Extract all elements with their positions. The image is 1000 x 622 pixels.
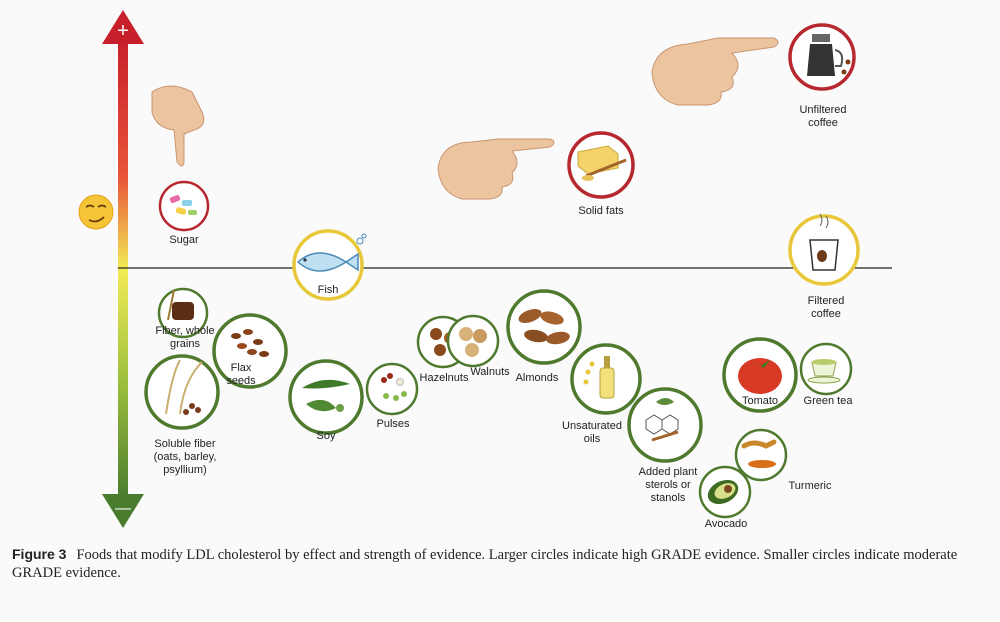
tea-cup-icon — [807, 359, 841, 384]
turmeric-label: Turmeric — [788, 480, 832, 492]
sugar-circle — [158, 180, 210, 232]
turmeric-circle — [734, 428, 788, 482]
filtered-coffee-label: Filtered coffee — [807, 295, 845, 320]
flax-label: Flax seeds — [226, 362, 256, 387]
candy-icon — [169, 195, 197, 215]
sugar-label: Sugar — [169, 234, 199, 246]
oil-bottle-icon — [583, 356, 615, 399]
plus-sign: + — [117, 20, 129, 42]
walnut-icon — [459, 327, 487, 357]
pulses-icon — [381, 373, 407, 401]
hand-pointing-right-icon — [651, 37, 779, 106]
almonds-circle — [506, 289, 582, 365]
avocado-icon — [707, 479, 739, 505]
sterols-circle — [627, 387, 703, 463]
tomato-label: Tomato — [741, 395, 779, 407]
soluble-fiber-label: Soluble fiber (oats, barley, psyllium) — [153, 438, 217, 476]
bread-wheat-icon — [167, 289, 194, 321]
fish-icon — [296, 233, 367, 272]
filtered-coffee-circle — [788, 213, 860, 286]
avocado-label: Avocado — [704, 518, 748, 530]
unsaturated-oils-circle — [570, 343, 642, 415]
caption-text: Foods that modify LDL cholesterol by eff… — [12, 547, 958, 581]
solid-fats-circle — [567, 131, 635, 199]
hand-pointing-right-icon — [437, 138, 555, 200]
oats-icon — [165, 359, 203, 415]
walnuts-circle — [446, 314, 500, 368]
coffee-cup-icon — [809, 213, 839, 271]
soybean-icon — [302, 379, 350, 412]
avocado-circle — [698, 465, 752, 519]
walnuts-label: Walnuts — [470, 366, 510, 378]
flax-seeds-icon — [231, 329, 269, 357]
flax-circle — [212, 313, 288, 389]
solid-fats-label: Solid fats — [578, 205, 624, 217]
almonds-label: Almonds — [515, 372, 559, 384]
hazelnuts-label: Hazelnuts — [419, 372, 469, 384]
minus-sign: — — [115, 500, 131, 517]
fiber-grains-label: Fiber, whole grains — [155, 325, 215, 350]
butter-icon — [577, 145, 627, 181]
unfiltered-coffee-label: Unfiltered coffee — [799, 104, 847, 129]
tomato-circle — [722, 337, 798, 413]
hand-pointing-down-icon — [151, 85, 205, 167]
soluble-fiber-circle — [144, 354, 220, 430]
soy-label: Soy — [316, 430, 336, 442]
coffee-pot-icon — [807, 34, 851, 76]
fiber-grains-circle — [157, 287, 209, 339]
pulses-circle — [365, 362, 419, 416]
unsaturated-oils-label: Unsaturated oils — [562, 420, 622, 445]
smirking-face-icon — [78, 194, 114, 230]
effect-axis: + — — [102, 10, 144, 528]
fish-circle — [292, 229, 367, 301]
fish-label: Fish — [317, 284, 339, 296]
tomato-icon — [738, 358, 782, 394]
soy-circle — [288, 359, 364, 435]
green-tea-label: Green tea — [803, 395, 853, 407]
up-arrow — [102, 10, 144, 44]
figure-number: Figure 3 — [12, 546, 67, 562]
diagram-canvas: + — — [78, 10, 892, 528]
unfiltered-coffee-circle — [788, 23, 856, 91]
down-arrow — [102, 494, 144, 528]
sterols-label: Added plant sterols or stanols — [638, 466, 698, 504]
green-tea-circle — [799, 342, 853, 396]
almond-icon — [518, 309, 570, 345]
pulses-label: Pulses — [376, 418, 410, 430]
turmeric-icon — [741, 439, 777, 468]
sterol-icon — [645, 398, 679, 442]
